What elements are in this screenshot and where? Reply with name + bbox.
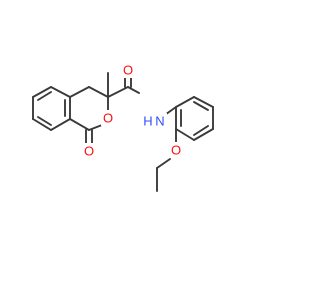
lactone-ring bbox=[69, 86, 109, 147]
ethoxy-group bbox=[156, 128, 177, 192]
bond bbox=[156, 158, 171, 169]
double-bond-inner bbox=[37, 116, 52, 126]
ether-oxygen-label: O bbox=[171, 143, 181, 158]
bond bbox=[193, 128, 214, 141]
double-bond-inner bbox=[193, 101, 209, 111]
chemical-structure: O O O H N O bbox=[32, 62, 214, 192]
amide-group bbox=[107, 71, 177, 118]
bond bbox=[127, 86, 140, 94]
bond bbox=[50, 86, 71, 98]
bond bbox=[50, 118, 71, 131]
amide-nitrogen-label: H N bbox=[143, 114, 164, 129]
double-bond-inner bbox=[193, 125, 209, 136]
bond bbox=[175, 96, 195, 108]
bond bbox=[107, 86, 129, 98]
fused-benzene-ring bbox=[32, 86, 71, 131]
bond bbox=[32, 118, 52, 131]
lactone-carbonyl-oxygen-label: O bbox=[84, 144, 94, 159]
bond bbox=[69, 118, 90, 131]
bond bbox=[88, 86, 109, 98]
bond bbox=[193, 96, 214, 108]
bond bbox=[32, 86, 52, 98]
ring-oxygen-label: O bbox=[103, 111, 113, 126]
atom-labels: O O O H N O bbox=[82, 62, 183, 159]
amide-carbonyl-oxygen-label: O bbox=[123, 63, 133, 78]
double-bond-inner bbox=[37, 91, 52, 101]
phenyl-ring bbox=[175, 96, 214, 141]
bond bbox=[88, 124, 103, 131]
bond bbox=[69, 86, 90, 98]
bond bbox=[175, 128, 195, 141]
